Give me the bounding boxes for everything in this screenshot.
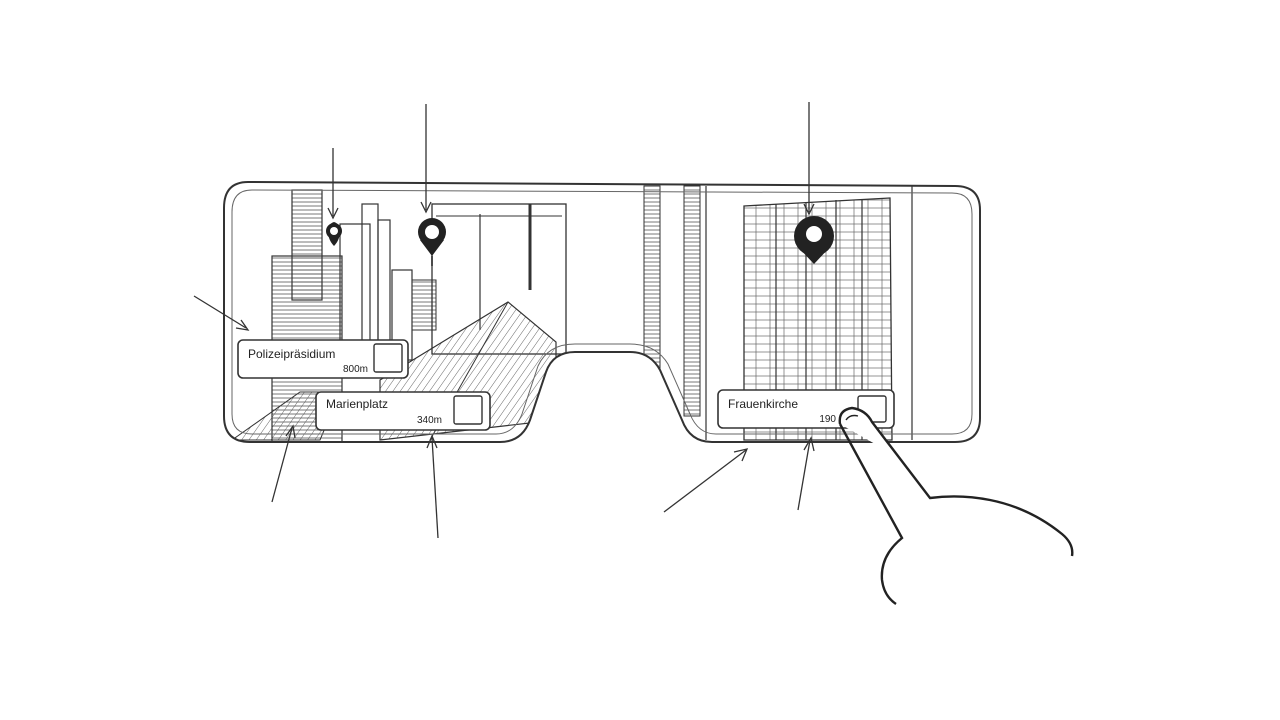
poi-card-polizeipraesidium[interactable]: Polizeipräsidium 800m (237, 339, 409, 379)
pointing-hand-icon (838, 406, 1074, 557)
building-mid-left (339, 223, 371, 355)
square-button-icon[interactable] (453, 395, 483, 425)
building-right (743, 197, 893, 441)
map-pin-icon[interactable] (418, 218, 446, 266)
poi-card-title: Polizeipräsidium (248, 347, 335, 361)
map-pin-icon[interactable] (326, 222, 342, 246)
glasses-frame-inner (231, 189, 973, 435)
poi-card-distance: 190 (819, 414, 836, 425)
square-button-icon[interactable] (373, 343, 403, 373)
hand-outline (838, 423, 904, 605)
poi-card-title: Frauenkirche (728, 397, 798, 411)
poi-card-distance: 340m (417, 415, 442, 426)
poi-card-distance: 800m (343, 364, 368, 375)
column-left (643, 185, 661, 377)
tower-left (291, 189, 323, 301)
map-pin-icon[interactable] (794, 216, 834, 264)
poi-card-marienplatz[interactable]: Marienplatz 340m (315, 391, 491, 431)
reference-arrows (193, 102, 815, 539)
column-right (683, 185, 701, 417)
glasses-frame (223, 180, 981, 443)
poi-card-title: Marienplatz (326, 397, 388, 411)
